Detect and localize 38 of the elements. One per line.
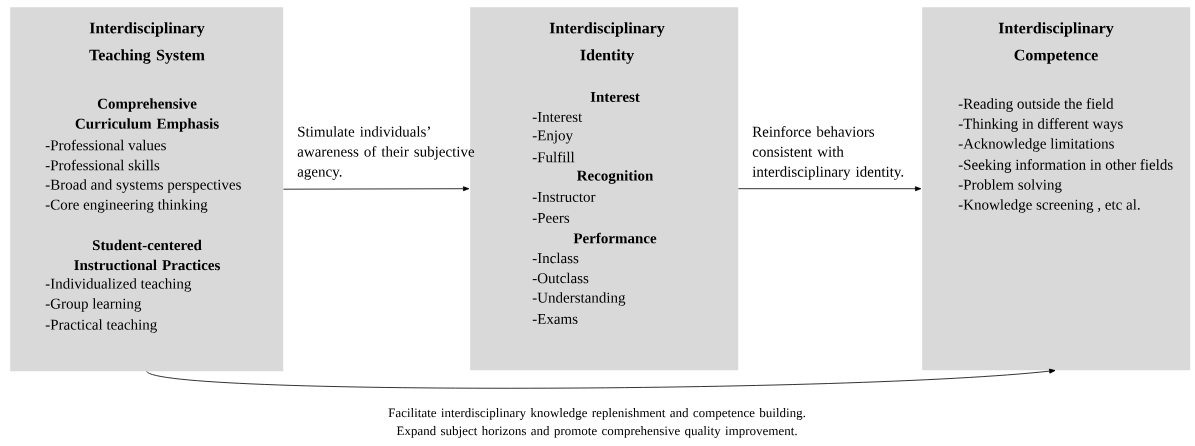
list-item: -Reading outside the field (958, 98, 1114, 112)
list-item: -Enjoy (532, 130, 573, 144)
list-item: -Interest (532, 112, 583, 122)
edge-label: Stimulate individuals’ awareness of their subjective agency. (297, 126, 475, 180)
box-heading: Interdisciplinary Competence (998, 22, 1114, 64)
list-item: -Problem solving (958, 179, 1062, 193)
list-item: -Group learning (45, 298, 142, 312)
process-box (922, 7, 1191, 371)
list-item: -Core engineering thinking (45, 199, 208, 213)
list-item: -Knowledge screening , etc al. (958, 199, 1140, 213)
arrow (283, 186, 470, 192)
box-heading: Interdisciplinary Identity (549, 22, 665, 64)
list-item: -Individualized teaching (45, 278, 192, 292)
list-item: -Seeking information in other fields (958, 159, 1173, 173)
edge-label: Reinforce behaviors consistent with interdisciplinary identity. (752, 126, 904, 180)
box-heading: Interdisciplinary Teaching System (89, 22, 205, 64)
section-heading: Performance (573, 232, 657, 244)
arrow (146, 368, 1056, 389)
list-item: -Outclass (532, 272, 589, 284)
list-item: -Instructor (532, 192, 596, 202)
list-item: -Professional values (45, 139, 166, 151)
section-heading: Interest (590, 92, 640, 102)
edge-label: Facilitate interdisciplinary knowledge replenishment and competence building. Expand subject horizons and promote comprehensive quality improvement. (388, 408, 806, 438)
list-item: -Practical teaching (45, 319, 157, 333)
list-item: -Peers (532, 213, 570, 223)
list-item: -Broad and systems perspectives (45, 179, 241, 193)
arrow (738, 186, 922, 192)
list-item: -Exams (532, 314, 578, 324)
list-item: -Fulfill (532, 151, 575, 163)
list-item: -Acknowledge limitations (958, 138, 1114, 152)
section-heading: Comprehensive Curriculum Emphasis (75, 98, 219, 132)
list-item: -Inclass (532, 252, 579, 264)
list-item: -Understanding (532, 292, 626, 306)
list-item: -Professional skills (45, 159, 160, 171)
process-box (10, 7, 284, 372)
list-item: -Thinking in different ways (958, 118, 1123, 132)
section-heading: Student-centered Instructional Practices (74, 239, 220, 271)
section-heading: Recognition (576, 170, 654, 184)
